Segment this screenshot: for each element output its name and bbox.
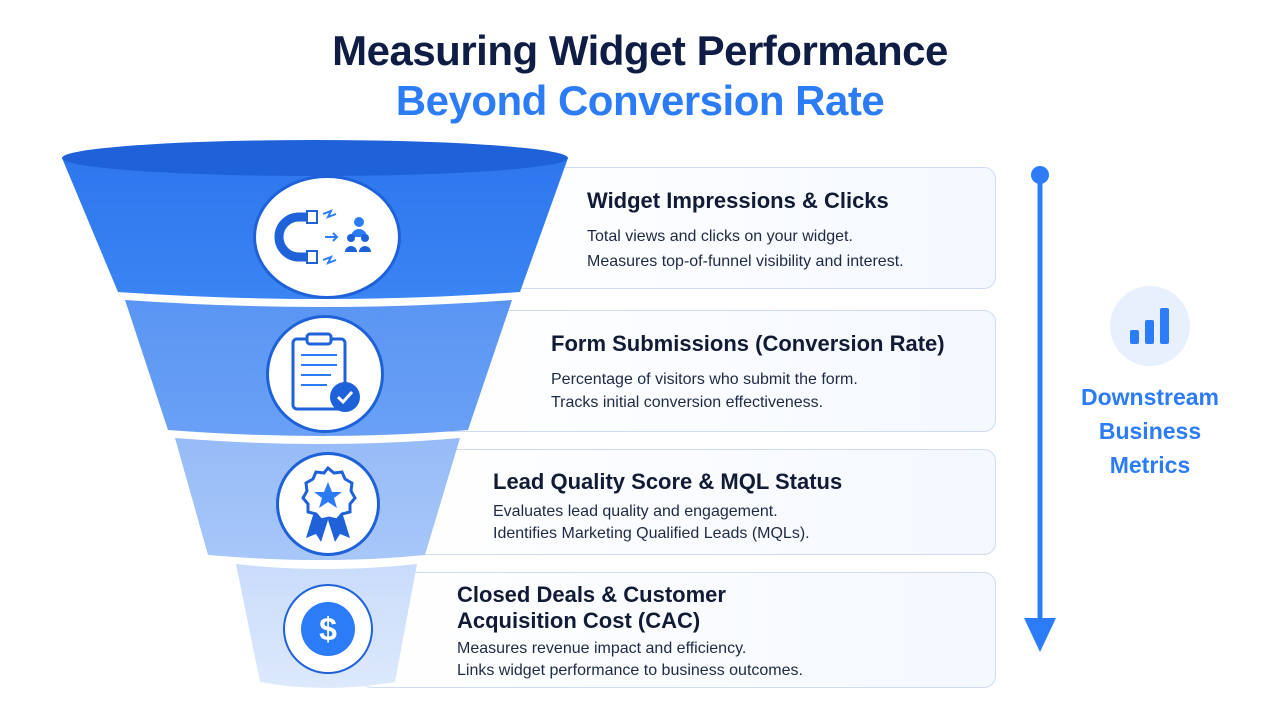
- stage-4-line-2: Links widget performance to business out…: [457, 662, 803, 679]
- stage-4-line-1: Measures revenue impact and efficiency.: [457, 640, 747, 657]
- bar-chart-icon: [1110, 286, 1190, 366]
- stage-1-line-1: Total views and clicks on your widget.: [587, 228, 853, 245]
- award-badge-icon: [276, 452, 380, 556]
- stage-3-title: Lead Quality Score & MQL Status: [493, 469, 843, 494]
- downstream-label-line-2: Business: [1098, 418, 1202, 444]
- downstream-label-line-1: Downstream: [1080, 384, 1220, 410]
- stage-1-title: Widget Impressions & Clicks: [587, 188, 889, 213]
- downstream-arrow: [1024, 166, 1056, 652]
- dollar-icon: $: [283, 584, 373, 674]
- stage-2-line-1: Percentage of visitors who submit the fo…: [551, 371, 858, 388]
- magnet-attract-users-icon: [253, 175, 401, 299]
- downstream-label-line-3: Metrics: [1109, 452, 1191, 478]
- stage-2-line-2: Tracks initial conversion effectiveness.: [551, 394, 824, 411]
- stage-3-line-1: Evaluates lead quality and engagement.: [493, 503, 778, 520]
- stage-4-title-line-2: Acquisition Cost (CAC): [457, 608, 701, 633]
- stage-card-3: Lead Quality Score & MQL Status Evaluate…: [400, 449, 996, 555]
- stage-card-1: Widget Impressions & Clicks Total views …: [480, 167, 996, 289]
- downstream-label: Downstream Business Metrics: [1060, 380, 1240, 482]
- stage-1-line-2: Measures top-of-funnel visibility and in…: [587, 253, 904, 270]
- stage-card-2: Form Submissions (Conversion Rate) Perce…: [440, 310, 996, 432]
- stage-2-title: Form Submissions (Conversion Rate): [551, 331, 945, 356]
- funnel-top-rim: [62, 140, 568, 176]
- checklist-form-icon: [266, 315, 384, 433]
- stage-3-line-2: Identifies Marketing Qualified Leads (MQ…: [493, 525, 810, 542]
- stage-card-4: Closed Deals & Customer Acquisition Cost…: [360, 572, 996, 688]
- diagram-title: Measuring Widget Performance: [332, 27, 948, 74]
- stage-4-title-line-1: Closed Deals & Customer: [457, 582, 726, 607]
- svg-text:$: $: [319, 611, 337, 647]
- diagram-subtitle: Beyond Conversion Rate: [395, 77, 885, 124]
